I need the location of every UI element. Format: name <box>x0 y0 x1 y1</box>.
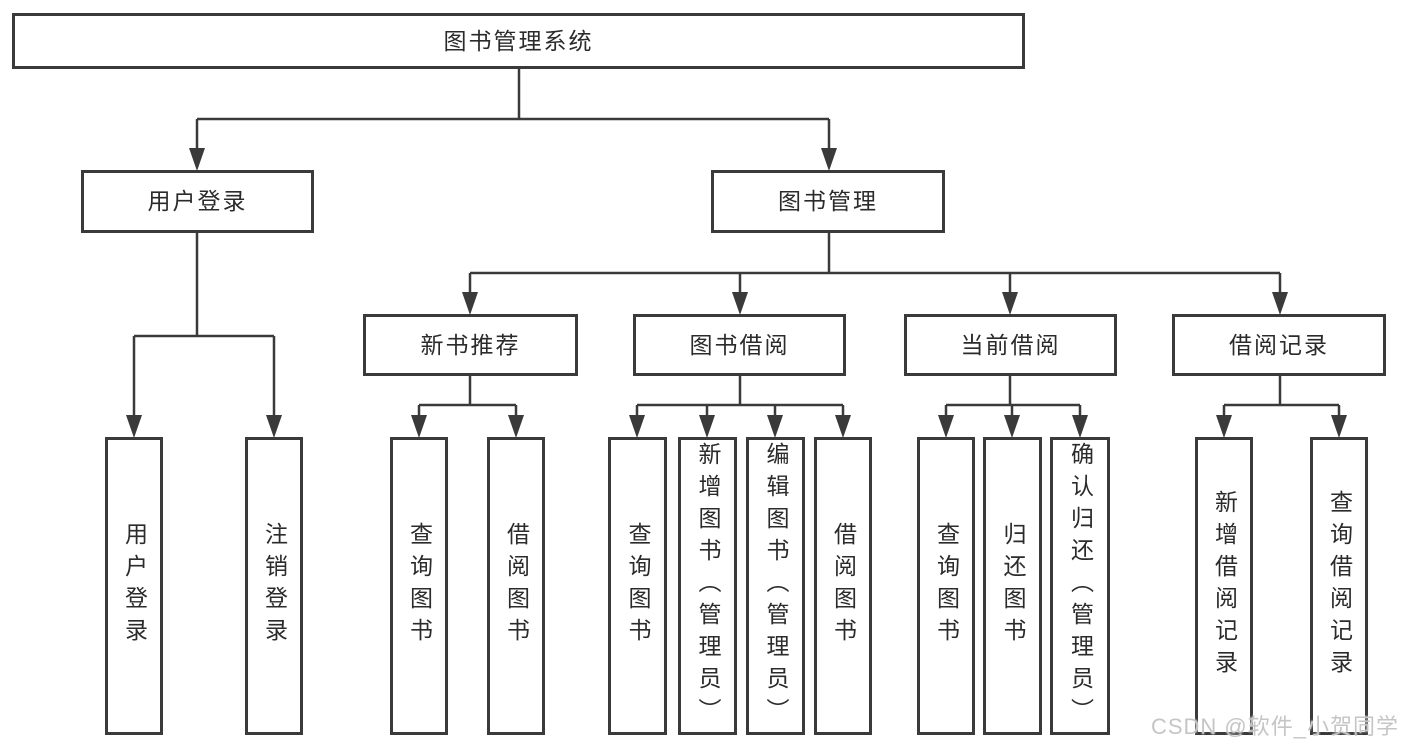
node-label: 注销登录 <box>261 522 288 650</box>
leaf-query-books-3: 查询图书 <box>917 437 975 735</box>
node-label: 新书推荐 <box>420 331 521 358</box>
node-current-borrowing: 当前借阅 <box>904 314 1117 376</box>
node-label: 图书管理系统 <box>443 27 594 54</box>
node-book-borrowing: 图书借阅 <box>633 314 846 376</box>
leaf-confirm-return-admin: 确认归还（管理员） <box>1050 437 1110 735</box>
csdn-watermark: CSDN @软件_小贺同学 <box>1150 714 1399 739</box>
node-label: 查询图书 <box>625 522 651 650</box>
leaf-edit-books-admin: 编辑图书（管理员） <box>746 437 805 735</box>
node-label: 借阅图书 <box>830 522 857 650</box>
leaf-borrow-books-2: 借阅图书 <box>814 437 872 735</box>
node-label: 归还图书 <box>1000 522 1026 650</box>
node-label: 查询图书 <box>406 522 433 650</box>
node-label: 查询借阅记录 <box>1326 490 1353 682</box>
node-book-management: 图书管理 <box>711 170 945 233</box>
leaf-query-borrow-record: 查询借阅记录 <box>1310 437 1368 735</box>
node-new-book-recommendation: 新书推荐 <box>363 314 578 376</box>
node-label: 查询图书 <box>933 522 960 650</box>
node-label: 编辑图书（管理员） <box>763 442 789 730</box>
node-borrowing-records: 借阅记录 <box>1172 314 1386 376</box>
node-label: 新增图书（管理员） <box>695 442 721 730</box>
node-label: 用户登录 <box>147 188 248 214</box>
node-user-login: 用户登录 <box>81 170 314 233</box>
leaf-query-books-1: 查询图书 <box>390 437 448 735</box>
leaf-logout: 注销登录 <box>245 437 303 735</box>
leaf-return-books: 归还图书 <box>983 437 1042 735</box>
leaf-borrow-books-1: 借阅图书 <box>487 437 545 735</box>
node-label: 用户登录 <box>121 522 148 650</box>
node-label: 当前借阅 <box>960 331 1061 358</box>
node-label: 确认归还（管理员） <box>1067 442 1094 730</box>
leaf-add-books-admin: 新增图书（管理员） <box>678 437 737 735</box>
leaf-add-borrow-record: 新增借阅记录 <box>1195 437 1253 735</box>
leaf-query-books-2: 查询图书 <box>608 437 667 735</box>
node-label: 新增借阅记录 <box>1211 490 1238 682</box>
node-label: 借阅图书 <box>503 522 530 650</box>
node-label: 图书借阅 <box>689 331 790 358</box>
node-label: 图书管理 <box>778 188 878 214</box>
leaf-user-login: 用户登录 <box>105 437 163 735</box>
node-label: 借阅记录 <box>1229 331 1329 358</box>
node-library-management-system: 图书管理系统 <box>12 13 1025 69</box>
